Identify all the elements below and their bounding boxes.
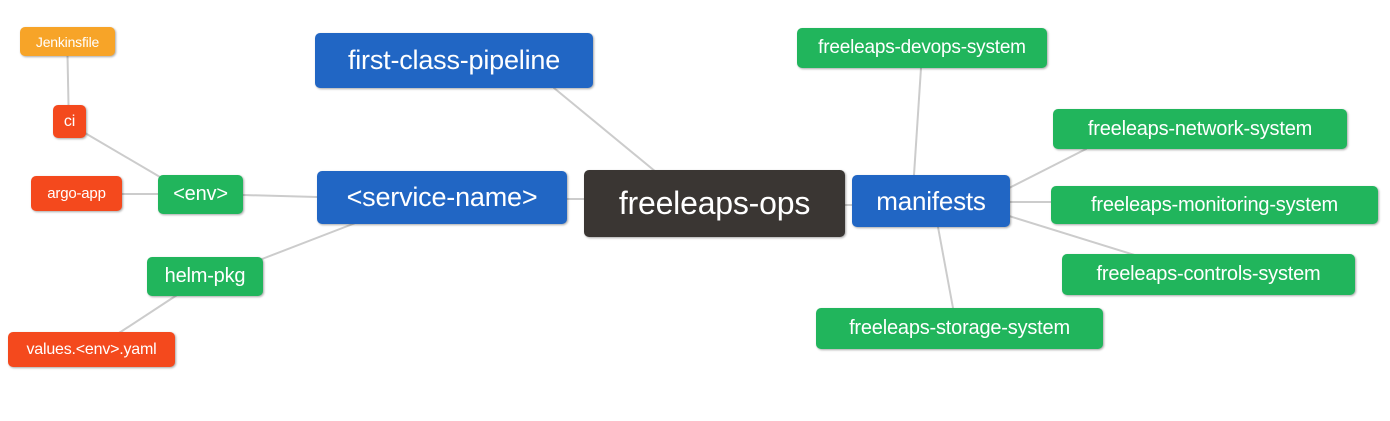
edge-helm-pkg-values — [118, 294, 178, 334]
node-controls-system[interactable]: freeleaps-controls-system — [1062, 254, 1355, 295]
node-network-system[interactable]: freeleaps-network-system — [1053, 109, 1347, 149]
node-argo-app[interactable]: argo-app — [31, 176, 122, 211]
edge-manifests-storage — [937, 226, 954, 309]
edge-manifests-devops — [913, 67, 922, 176]
node-ci[interactable]: ci — [53, 105, 86, 138]
edge-jenkinsfile-ci — [66, 54, 70, 106]
node-service-name[interactable]: <service-name> — [317, 171, 567, 224]
node-devops-system[interactable]: freeleaps-devops-system — [797, 28, 1047, 68]
node-values-env-yaml[interactable]: values.<env>.yaml — [8, 332, 175, 367]
edge-manifests-network — [1008, 148, 1087, 189]
node-jenkinsfile[interactable]: Jenkinsfile — [20, 27, 115, 56]
edge-env-service-name — [242, 194, 318, 198]
node-storage-system[interactable]: freeleaps-storage-system — [816, 308, 1103, 349]
node-manifests[interactable]: manifests — [852, 175, 1010, 227]
node-freeleaps-ops[interactable]: freeleaps-ops — [584, 170, 845, 237]
edge-pipeline-ops — [553, 87, 657, 173]
node-monitoring-system[interactable]: freeleaps-monitoring-system — [1051, 186, 1378, 224]
node-helm-pkg[interactable]: helm-pkg — [147, 257, 263, 296]
node-first-class-pipeline[interactable]: first-class-pipeline — [315, 33, 593, 88]
edge-ci-env — [84, 132, 161, 178]
node-env[interactable]: <env> — [158, 175, 243, 214]
edge-service-name-helm-pkg — [261, 221, 359, 260]
